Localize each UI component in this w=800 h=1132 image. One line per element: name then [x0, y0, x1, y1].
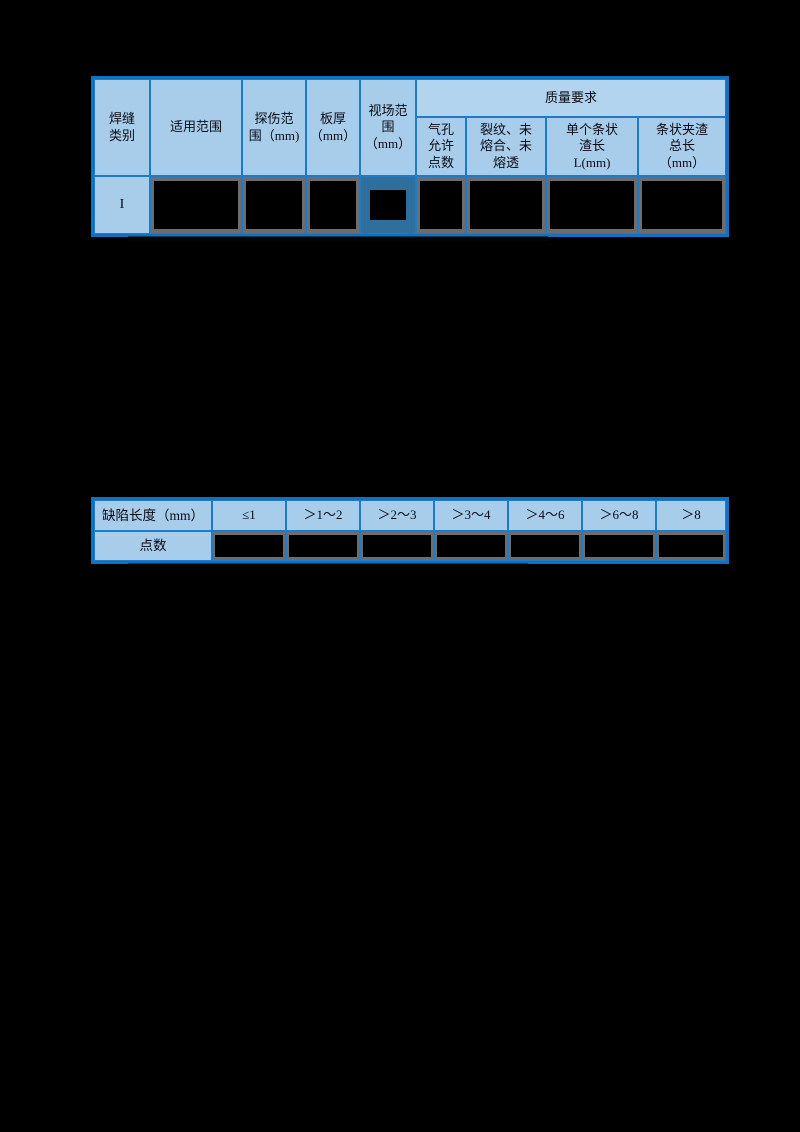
range-cell-1: ＞1～2: [286, 500, 360, 531]
scan-artifact-line-2: [128, 563, 528, 567]
points-row: 点数: [94, 530, 726, 561]
redaction-block: [659, 534, 723, 557]
range-cell-2: ＞2～3: [360, 500, 434, 531]
header-single-slag-length: 单个条状 渣长 L(mm): [546, 117, 638, 176]
scan-artifact-line-1: [128, 236, 548, 241]
header-quality-requirements: 质量要求: [416, 79, 727, 117]
redaction-block: [511, 534, 579, 557]
cell-inspection-range-redacted: [242, 176, 306, 234]
range-cell-6: ＞8: [656, 500, 726, 531]
header-view-range: 视场范 围 （mm）: [360, 79, 416, 176]
cell-plate-thickness-redacted: [306, 176, 360, 234]
redaction-block: [550, 181, 634, 229]
points-cell-5-redacted: [582, 530, 656, 561]
cell-single-slag-redacted: [546, 176, 638, 234]
header-crack-fusion: 裂纹、未 熔合、未 熔透: [466, 117, 546, 176]
header-total-slag-length: 条状夹渣 总长 （mm）: [638, 117, 727, 176]
range-cell-5: ＞6～8: [582, 500, 656, 531]
header-scope: 适用范围: [150, 79, 242, 176]
table-row: I: [94, 176, 727, 234]
redaction-block: [642, 181, 723, 229]
header-plate-thickness: 板厚 （mm）: [306, 79, 360, 176]
weld-header-row-2: 气孔 允许 点数 裂纹、未 熔合、未 熔透 单个条状 渣长 L(mm) 条状夹渣…: [94, 117, 727, 176]
redaction-block: [289, 534, 357, 557]
range-cell-4: ＞4～6: [508, 500, 582, 531]
points-cell-6-redacted: [656, 530, 726, 561]
cell-view-range-redacted: [360, 176, 416, 234]
defect-length-row: 缺陷长度（mm） ≤1 ＞1～2 ＞2～3 ＞3～4 ＞4～6 ＞6～8 ＞8: [94, 500, 726, 531]
redaction-block: [585, 534, 653, 557]
label-defect-length: 缺陷长度（mm）: [94, 500, 212, 531]
redaction-block: [215, 534, 283, 557]
header-porosity-points: 气孔 允许 点数: [416, 117, 466, 176]
cell-weld-category: I: [94, 176, 150, 234]
redaction-block: [363, 534, 431, 557]
label-points: 点数: [94, 530, 212, 561]
points-cell-1-redacted: [286, 530, 360, 561]
cell-crack-redacted: [466, 176, 546, 234]
redaction-block: [420, 181, 462, 229]
points-cell-3-redacted: [434, 530, 508, 561]
header-weld-category: 焊缝 类别: [94, 79, 150, 176]
cell-porosity-redacted: [416, 176, 466, 234]
points-cell-2-redacted: [360, 530, 434, 561]
redaction-block: [154, 181, 238, 229]
redaction-block: [437, 534, 505, 557]
redaction-block: [470, 181, 542, 229]
cell-scope-redacted: [150, 176, 242, 234]
weld-quality-table: 焊缝 类别 适用范围 探伤范 围（mm) 板厚 （mm） 视场范 围 （mm） …: [91, 76, 730, 237]
defect-points-table: 缺陷长度（mm） ≤1 ＞1～2 ＞2～3 ＞3～4 ＞4～6 ＞6～8 ＞8 …: [91, 497, 729, 564]
redaction-block: [310, 181, 356, 229]
redaction-block: [246, 181, 302, 229]
points-cell-0-redacted: [212, 530, 286, 561]
points-cell-4-redacted: [508, 530, 582, 561]
redaction-block: [370, 190, 406, 220]
header-inspection-range: 探伤范 围（mm): [242, 79, 306, 176]
cell-total-slag-redacted: [638, 176, 727, 234]
weld-header-row-1: 焊缝 类别 适用范围 探伤范 围（mm) 板厚 （mm） 视场范 围 （mm） …: [94, 79, 727, 176]
range-cell-3: ＞3～4: [434, 500, 508, 531]
range-cell-0: ≤1: [212, 500, 286, 531]
